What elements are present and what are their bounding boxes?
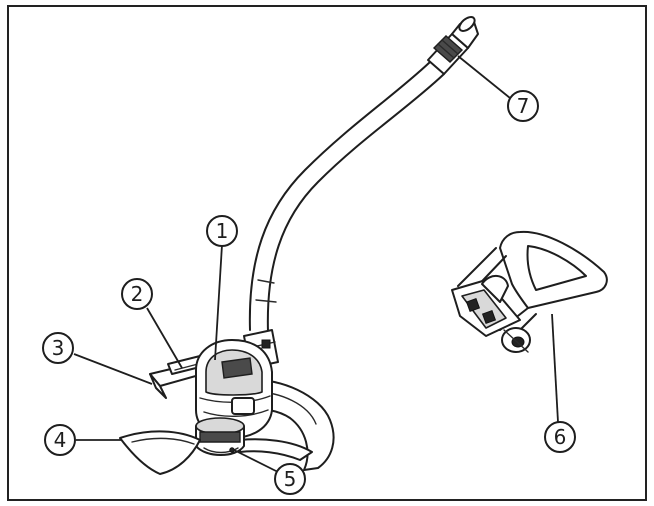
leader-line-2 (146, 307, 183, 369)
leader-line-3 (73, 353, 153, 385)
callout-circle-2 (121, 278, 153, 310)
callout-label-2: 2 (131, 282, 144, 306)
front-bracket (149, 355, 211, 399)
leader-line-7 (457, 55, 511, 99)
string-trimmer (119, 16, 479, 475)
auxiliary-handle (451, 230, 608, 353)
callout-label-4: 4 (54, 428, 67, 452)
callouts: 1 2 3 4 5 6 7 (42, 55, 576, 495)
leader-line-5 (233, 449, 279, 473)
callout-circle-5 (274, 463, 306, 495)
callout-label-6: 6 (554, 425, 567, 449)
callout-circle-7 (507, 90, 539, 122)
leader-line-1 (214, 244, 223, 361)
leader-line-6 (551, 313, 559, 423)
callout-label-7: 7 (517, 94, 530, 118)
callout-circle-3 (42, 332, 74, 364)
callout-circle-4 (44, 424, 76, 456)
spool-head (195, 417, 245, 456)
callout-circle-6 (544, 421, 576, 453)
trimmer-shaft (248, 61, 445, 333)
callout-label-5: 5 (284, 467, 297, 491)
cutting-deflector (119, 430, 201, 475)
callout-label-3: 3 (52, 336, 65, 360)
callout-label-1: 1 (216, 219, 229, 243)
motor-housing (195, 339, 273, 439)
top-handle (427, 16, 479, 75)
callout-circle-1 (206, 215, 238, 247)
